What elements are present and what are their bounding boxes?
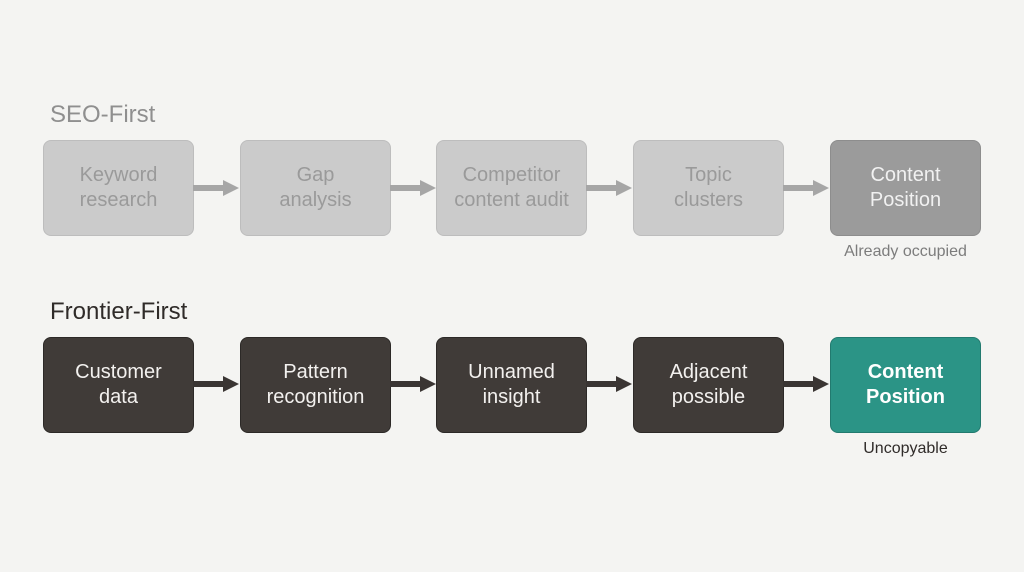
arrow-icon	[586, 180, 632, 196]
step-label: Customer data	[75, 361, 162, 408]
step-pattern-recognition: Pattern recognition	[240, 337, 391, 433]
arrow-icon	[783, 376, 829, 392]
arrow-icon	[783, 180, 829, 196]
step-label: Gap analysis	[279, 164, 352, 211]
arrow-icon	[193, 180, 239, 196]
step-label: Competitor content audit	[454, 164, 569, 211]
step-label: Content Position	[869, 164, 942, 211]
step-label: Unnamed insight	[468, 361, 555, 408]
seo-first-title: SEO-First	[50, 101, 156, 128]
step-keyword-research: Keyword research	[43, 140, 194, 236]
step-gap-analysis: Gap analysis	[240, 140, 391, 236]
frontier-first-title: Frontier-First	[50, 298, 188, 325]
step-competitor-content-audit: Competitor content audit	[436, 140, 587, 236]
step-customer-data: Customer data	[43, 337, 194, 433]
step-content-position: Content Position	[830, 337, 981, 433]
step-label: Pattern recognition	[266, 361, 365, 408]
step-topic-clusters: Topic clusters	[633, 140, 784, 236]
arrow-icon	[390, 180, 436, 196]
step-label: Content Position	[866, 361, 945, 408]
step-adjacent-possible: Adjacent possible	[633, 337, 784, 433]
arrow-icon	[193, 376, 239, 392]
step-label: Topic clusters	[674, 164, 743, 211]
arrow-icon	[390, 376, 436, 392]
arrow-icon	[586, 376, 632, 392]
step-label: Adjacent possible	[669, 361, 748, 408]
step-content-position: Content Position	[830, 140, 981, 236]
step-label: Keyword research	[79, 164, 158, 211]
step-unnamed-insight: Unnamed insight	[436, 337, 587, 433]
seo-caption: Already occupied	[844, 243, 967, 260]
frontier-caption: Uncopyable	[863, 440, 948, 457]
